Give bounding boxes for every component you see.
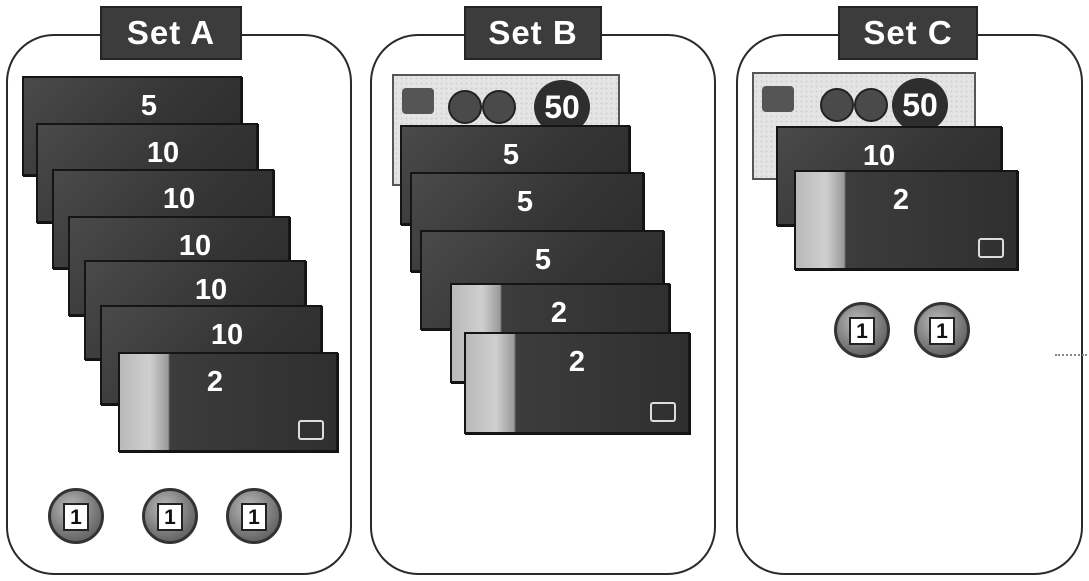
banknote-value: 10	[128, 137, 198, 169]
banknote-value: 50	[892, 78, 948, 132]
coin: 1	[48, 488, 104, 544]
banknote: 2	[794, 170, 1018, 270]
banknote-value: 10	[160, 230, 230, 262]
banknote: 2	[118, 352, 338, 452]
set-c-title: Set C	[838, 6, 978, 60]
dotted-line	[1055, 354, 1087, 356]
banknote-value: 10	[844, 140, 914, 172]
note-emblem-icon	[762, 86, 794, 112]
coin: 1	[226, 488, 282, 544]
banknote-value: 5	[476, 139, 546, 171]
banknote-value: 5	[490, 186, 560, 218]
note-emblem-icon	[402, 88, 434, 114]
banknote-value: 5	[508, 244, 578, 276]
note-seal-icon	[482, 90, 516, 124]
banknote-value: 10	[144, 183, 214, 215]
note-emblem-icon	[298, 420, 324, 440]
banknote-value: 2	[524, 297, 594, 329]
set-a-title: Set A	[100, 6, 242, 60]
note-seal-icon	[854, 88, 888, 122]
coin-value: 1	[63, 503, 89, 531]
coin-value: 1	[849, 317, 875, 345]
set-b-title: Set B	[464, 6, 602, 60]
banknote-value: 5	[114, 90, 184, 122]
coin: 1	[834, 302, 890, 358]
banknote: 2	[464, 332, 690, 434]
banknote-value: 2	[542, 346, 612, 378]
note-seal-icon	[820, 88, 854, 122]
coin-value: 1	[929, 317, 955, 345]
banknote-value: 10	[176, 274, 246, 306]
note-emblem-icon	[650, 402, 676, 422]
banknote-value: 2	[866, 184, 936, 216]
coin: 1	[142, 488, 198, 544]
coin: 1	[914, 302, 970, 358]
banknote-value: 10	[192, 319, 262, 351]
note-emblem-icon	[978, 238, 1004, 258]
coin-value: 1	[157, 503, 183, 531]
coin-value: 1	[241, 503, 267, 531]
note-seal-icon	[448, 90, 482, 124]
banknote-value: 2	[180, 366, 250, 398]
